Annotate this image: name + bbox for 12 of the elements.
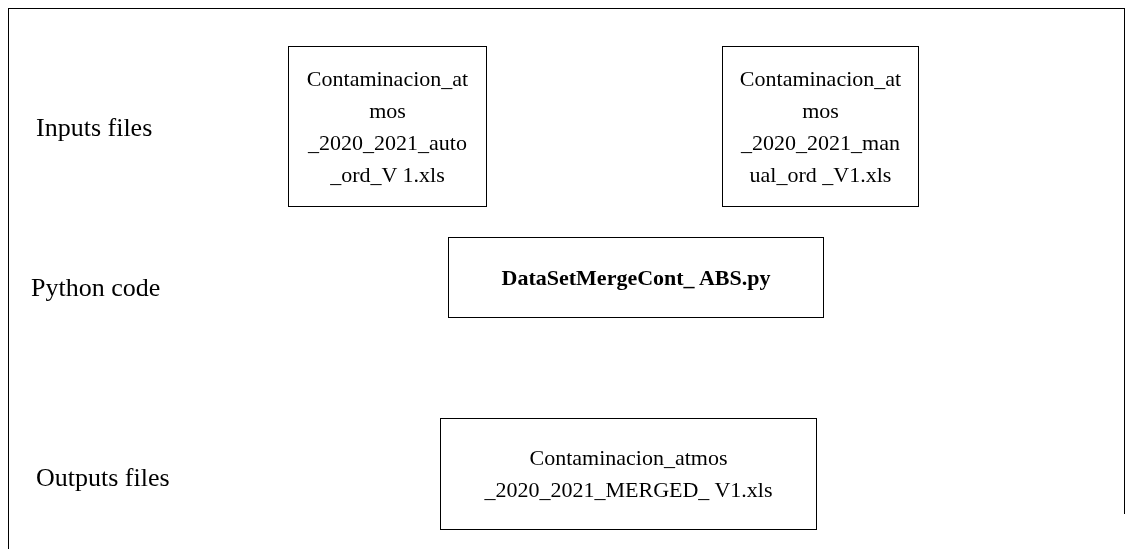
row-label: Inputs files <box>36 113 153 143</box>
file-box <box>440 418 817 530</box>
file-name: Contaminacion_atmos _2020_2021_manual_ord _V1.xls <box>738 64 903 189</box>
file-name: Contaminacion_atmos _2020_2021_auto_ord_V 1.xls <box>305 64 470 189</box>
frame-box <box>8 8 1125 549</box>
row-label: Python code <box>31 273 161 303</box>
file-box <box>288 46 487 207</box>
script-name: DataSetMergeCont_ ABS.py <box>501 263 771 292</box>
file-box <box>722 46 919 207</box>
row-label: Outputs files <box>36 463 170 493</box>
file-name: Contaminacion_atmos _2020_2021_MERGED_ V1.xls <box>483 444 774 504</box>
file-box <box>448 237 824 318</box>
